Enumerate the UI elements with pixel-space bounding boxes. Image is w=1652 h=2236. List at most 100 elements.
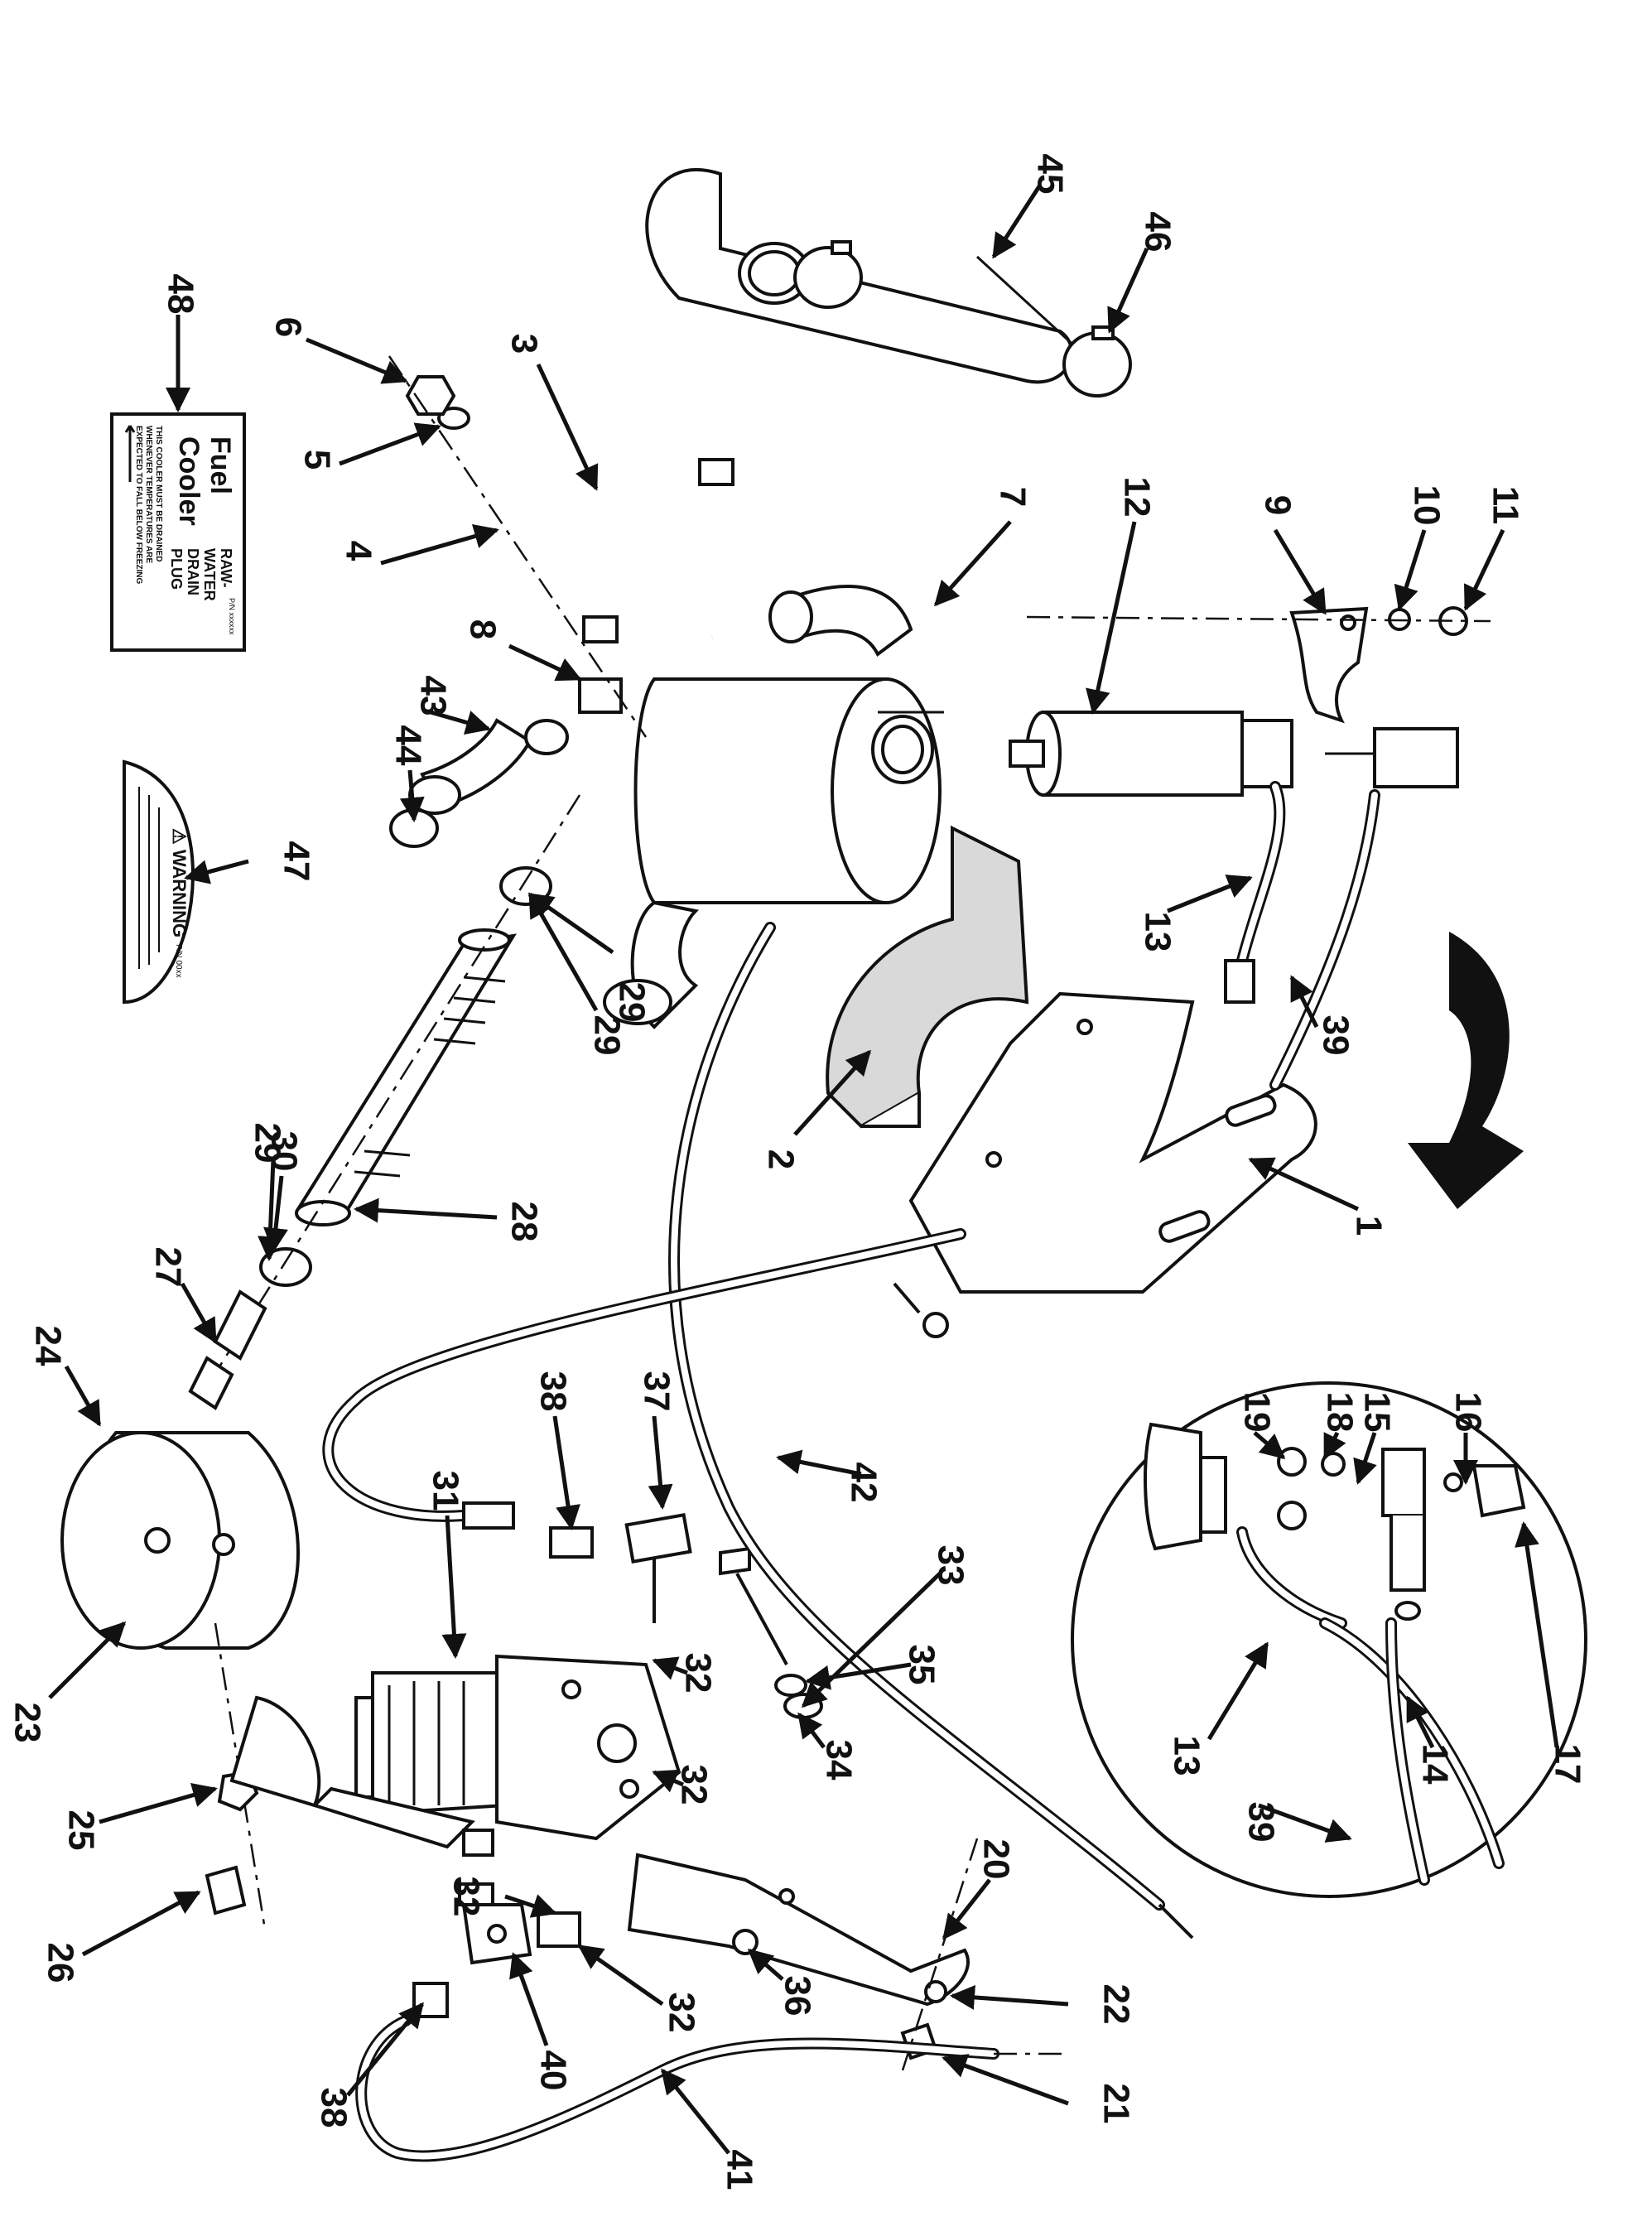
leader-22 xyxy=(950,1984,1069,2010)
leader-42 xyxy=(776,1449,862,1477)
callout-32-4: 32 xyxy=(677,1653,718,1694)
callout-22: 22 xyxy=(1096,1984,1136,2025)
tee-40 xyxy=(412,1829,581,2018)
leader-29-2 xyxy=(258,1159,283,1261)
callout-1: 1 xyxy=(1348,1216,1389,1236)
leader-41 xyxy=(661,2068,730,2155)
callout-35: 35 xyxy=(901,1645,942,1685)
leader-33 xyxy=(801,1572,942,1708)
callout-40: 40 xyxy=(532,2050,573,2091)
leader-1 xyxy=(1248,1157,1360,1212)
callout-43: 43 xyxy=(412,676,453,716)
decal-48: Fuel Cooler RAW- WATER DRAIN PLUG THIS C… xyxy=(110,412,246,652)
callout-46: 46 xyxy=(1137,212,1178,253)
decal-48-title-1: Fuel xyxy=(205,436,236,494)
hose-43 xyxy=(389,718,569,848)
decal-48-side-3: DRAIN xyxy=(185,548,201,595)
leader-27 xyxy=(180,1282,218,1344)
leader-21 xyxy=(942,2054,1069,2106)
callout-5: 5 xyxy=(296,450,337,470)
leader-32-6 xyxy=(577,1944,664,2007)
callout-6: 6 xyxy=(267,317,308,337)
leader-8 xyxy=(508,643,582,682)
decal-48-note-1: THIS COOLER MUST BE DRAINED xyxy=(154,426,163,561)
strap-3 xyxy=(582,458,734,645)
leader-19 xyxy=(1253,1431,1286,1459)
callout-32: 32 xyxy=(673,1765,714,1805)
leader-34 xyxy=(797,1712,826,1749)
leader-12 xyxy=(1086,521,1137,715)
callout-19: 19 xyxy=(1236,1392,1277,1433)
leader-arrows xyxy=(48,185,1559,2155)
callout-21: 21 xyxy=(1096,2084,1136,2124)
callout-30: 30 xyxy=(263,1131,304,1172)
callout-12: 12 xyxy=(1116,477,1157,518)
leader-35 xyxy=(805,1662,912,1690)
leader-3 xyxy=(536,363,599,491)
callout-28: 28 xyxy=(503,1202,544,1242)
leader-15 xyxy=(1353,1432,1377,1485)
callout-18: 18 xyxy=(1319,1392,1360,1433)
callout-32-5: 32 xyxy=(446,1877,486,1917)
callout-7: 7 xyxy=(992,487,1033,507)
callout-48: 48 xyxy=(160,274,200,315)
callout-17: 17 xyxy=(1547,1744,1587,1785)
decal-47: ⚠ WARNING P/N 00xx xyxy=(123,759,195,1005)
leader-13 xyxy=(1167,875,1253,913)
decal-48-side-1: RAW- xyxy=(218,548,234,588)
callout-13: 13 xyxy=(1137,912,1178,952)
leader-10 xyxy=(1394,529,1427,611)
decal-48-side-4: PLUG xyxy=(168,548,185,590)
bracket-1 xyxy=(893,991,1317,1338)
decal-48-note-3: EXPECTED TO FALL BELOW FREEZING xyxy=(134,426,143,585)
callout-10: 10 xyxy=(1406,485,1447,526)
callout-4: 4 xyxy=(338,541,378,561)
saddle-2 xyxy=(826,825,1029,1129)
callout-41: 41 xyxy=(719,2150,759,2190)
hose-45 xyxy=(645,167,1132,398)
sender-12 xyxy=(1009,711,1459,797)
leader-38-9 xyxy=(346,2002,424,2097)
callout-14: 14 xyxy=(1414,1744,1455,1785)
callout-38-9: 38 xyxy=(313,2088,354,2128)
leader-37 xyxy=(648,1415,673,1510)
leader-31 xyxy=(441,1515,467,1659)
leader-45 xyxy=(991,185,1042,259)
decal-48-part-number: P/N xxxxxx xyxy=(228,598,236,635)
leader-4 xyxy=(380,523,499,566)
cover-24 xyxy=(60,1431,300,1650)
callout-34: 34 xyxy=(818,1740,859,1781)
callout-37: 37 xyxy=(636,1371,677,1412)
callout-16: 16 xyxy=(1447,1392,1488,1433)
leader-32 xyxy=(652,1769,684,1793)
filter-30 xyxy=(354,1654,682,1841)
leader-29 xyxy=(527,892,599,1012)
leader-29-3 xyxy=(527,892,614,955)
callout-39-8: 39 xyxy=(1240,1802,1281,1843)
stud-4 xyxy=(405,375,583,648)
callout-47: 47 xyxy=(276,841,316,882)
leader-26 xyxy=(81,1890,201,1957)
leader-46 xyxy=(1107,247,1149,334)
callout-39: 39 xyxy=(1315,1015,1356,1056)
callout-45: 45 xyxy=(1029,154,1070,195)
callout-3: 3 xyxy=(503,334,544,354)
decal-48-title-2: Cooler xyxy=(173,436,205,526)
fuel-cooler-body xyxy=(578,585,944,1029)
leader-39 xyxy=(1289,975,1319,1029)
leader-23 xyxy=(48,1621,127,1699)
leader-43 xyxy=(430,710,491,735)
callout-8: 8 xyxy=(462,619,503,639)
callout-11: 11 xyxy=(1485,486,1525,525)
leader-7 xyxy=(933,520,1012,607)
callout-24: 24 xyxy=(27,1326,68,1366)
callout-29-3: 29 xyxy=(611,982,652,1023)
leader-24 xyxy=(64,1365,102,1427)
leader-14 xyxy=(1405,1695,1435,1749)
clip-9 xyxy=(1289,606,1468,724)
rotation-arrow xyxy=(1408,932,1524,1209)
callout-31: 31 xyxy=(425,1471,465,1511)
callout-42: 42 xyxy=(843,1463,884,1503)
leader-17 xyxy=(1515,1521,1559,1748)
callout-32-6: 32 xyxy=(661,1993,701,2033)
